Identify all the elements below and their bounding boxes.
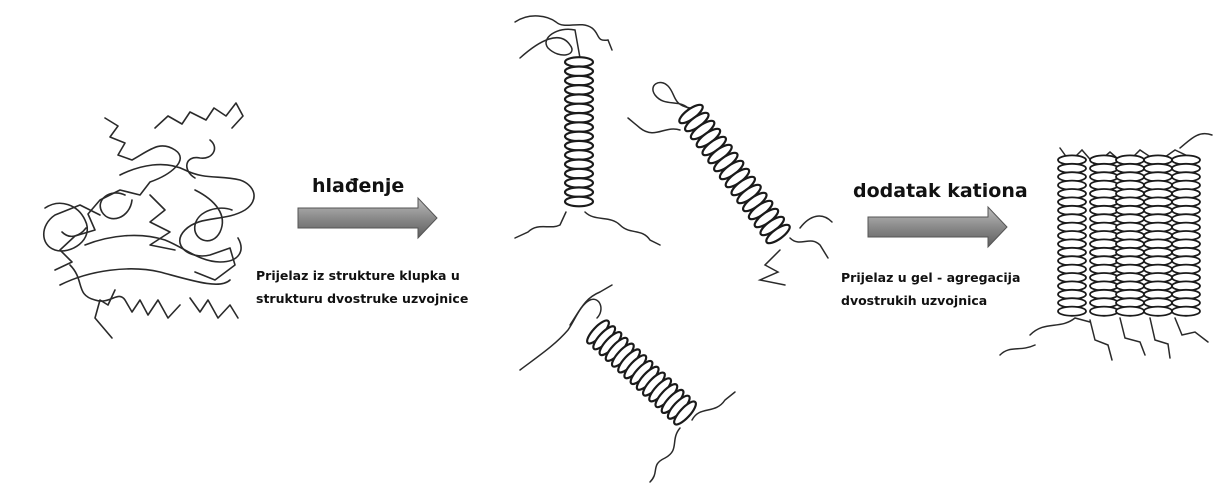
gel-aggregate <box>1000 134 1212 360</box>
cooling-arrow <box>298 198 437 238</box>
helix-ring <box>565 132 593 142</box>
helix-ring <box>565 76 593 86</box>
double-helix-tilted-right <box>628 83 832 285</box>
helix-ring <box>565 122 593 132</box>
double-helix-vertical <box>515 16 660 245</box>
gel-helix-ring <box>1172 307 1200 316</box>
cation-desc-line1: Prijelaz u gel - agregacija <box>841 270 1020 285</box>
helix-ring <box>565 178 593 188</box>
gel-helix-ring <box>1144 307 1172 316</box>
cation-title: dodatak kationa <box>853 180 1028 202</box>
helix-ring <box>565 169 593 179</box>
helix-ring <box>565 113 593 123</box>
helix-ring <box>565 141 593 151</box>
gel-helix-ring <box>1090 307 1118 316</box>
gel-helix-ring <box>1058 307 1086 316</box>
cooling-desc-line1: Prijelaz iz strukture klupka u <box>256 268 460 283</box>
helix-ring <box>565 57 593 67</box>
helix-ring <box>565 160 593 170</box>
helix-ring <box>565 85 593 95</box>
helix-ring <box>565 67 593 77</box>
double-helix-tilted-bottom <box>520 285 735 482</box>
cooling-title: hlađenje <box>312 175 404 197</box>
helix-ring <box>565 150 593 160</box>
helix-ring <box>565 94 593 104</box>
cooling-desc-line2: strukturu dvostruke uzvojnice <box>256 291 468 306</box>
gel-helix-ring <box>1116 307 1144 316</box>
random-coil <box>44 103 254 338</box>
helix-ring <box>565 104 593 114</box>
helix-ring <box>565 197 593 207</box>
cation-addition-arrow <box>868 207 1007 247</box>
helix-ring <box>565 187 593 197</box>
cation-desc-line2: dvostrukih uzvojnica <box>841 293 987 308</box>
